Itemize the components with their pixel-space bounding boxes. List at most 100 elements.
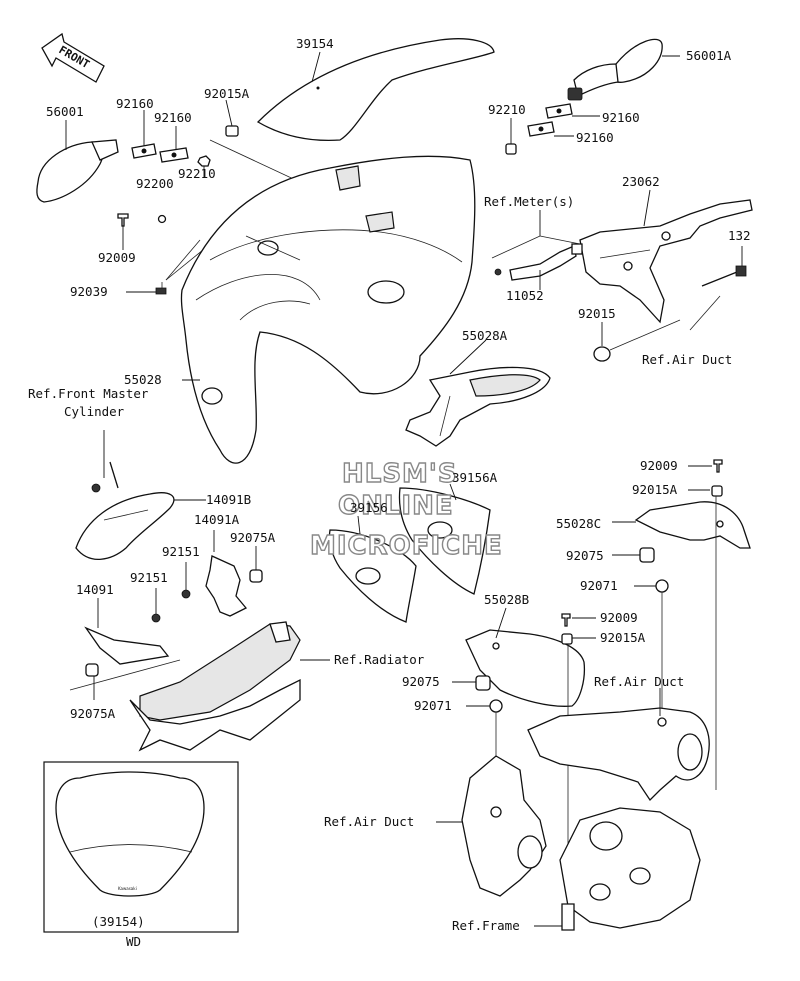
label-56001A: 56001A [686,48,732,63]
label-ref-front-master-2: Cylinder [64,404,125,419]
duct-cover-55028C[interactable] [634,501,751,549]
label-92210-left: 92210 [178,166,216,181]
washer-92160-right-a[interactable] [545,103,573,119]
label-92200: 92200 [136,176,174,191]
screw-92009-r1[interactable] [713,459,723,473]
windscreen-logo: Kawasaki [118,886,137,891]
label-39156A: 39156A [452,470,498,485]
label-92015A-r2: 92015A [600,630,646,645]
label-92009-r1: 92009 [640,458,678,473]
label-92015: 92015 [578,306,616,321]
label-ref-air-duct-1: Ref.Air Duct [642,352,732,367]
label-92071-r2: 92071 [414,698,452,713]
label-23062: 23062 [622,174,660,189]
label-92160-r2: 92160 [576,130,614,145]
upper-cowl-39154[interactable] [256,38,495,142]
label-39156: 39156 [350,500,388,515]
bracket-14091B[interactable] [75,492,175,561]
label-132: 132 [728,228,751,243]
label-ref-frame: Ref.Frame [452,918,520,933]
label-ref-radiator: Ref.Radiator [334,652,425,667]
label-ref-meter: Ref.Meter(s) [484,194,574,209]
label-92151-b: 92151 [130,570,168,585]
inner-duct-55028A[interactable] [405,366,551,447]
grommet-92015A-r1[interactable] [711,485,723,497]
label-ref-air-duct-3: Ref.Air Duct [324,814,414,829]
label-14091: 14091 [76,582,114,597]
label-92160-a: 92160 [116,96,154,111]
label-92071-r1: 92071 [580,578,618,593]
label-92009-r2: 92009 [600,610,638,625]
watermark-line-2: ONLINE [338,491,454,521]
ref-air-duct-right [527,707,710,802]
label-55028: 55028 [124,372,162,387]
label-92210-right: 92210 [488,102,526,117]
watermark-line-1: HLSM'S [342,459,458,489]
label-11052: 11052 [506,288,544,303]
bolt-front-master[interactable] [91,461,119,493]
washer-92160-left-b[interactable] [159,147,189,163]
label-92075-r2: 92075 [402,674,440,689]
bolt-meter-small[interactable] [494,268,502,276]
label-14091A: 14091A [194,512,240,527]
washer-92160-right-b[interactable] [527,121,555,137]
grommet-92015A-r2[interactable] [561,633,573,645]
watermark-line-3: MICROFICHE [310,531,503,561]
label-55028A: 55028A [462,328,508,343]
grommet-92015A-top[interactable] [225,125,239,137]
label-14091B: 14091B [206,492,251,507]
label-92075-r1: 92075 [566,548,604,563]
label-55028C: 55028C [556,516,601,531]
mirror-right-56001A[interactable] [567,38,663,101]
bolt-92151-a[interactable] [181,589,191,599]
damper-92075A-low[interactable] [85,663,99,677]
label-92009-left: 92009 [98,250,136,265]
bolt-92151-b[interactable] [151,613,161,623]
damper-92075-r2[interactable] [475,675,491,691]
label-ref-front-master-1: Ref.Front Master [28,386,149,401]
label-92160-r1: 92160 [602,110,640,125]
inner-panel-39156A[interactable] [398,487,491,595]
label-92015A-r1: 92015A [632,482,678,497]
screw-92009-r2[interactable] [561,613,571,627]
label-92039: 92039 [70,284,108,299]
duct-cover-55028B[interactable] [465,629,586,707]
label-92151-a: 92151 [162,544,200,559]
radiator-bracket[interactable] [129,621,301,752]
washer-92160-left-a[interactable] [131,143,157,159]
label-92075A-mid: 92075A [230,530,276,545]
windscreen-inset: Kawasaki [43,761,239,933]
damper-92075-r1[interactable] [639,547,655,563]
grommet-92071-r1[interactable] [655,579,669,593]
label-92015A-top: 92015A [204,86,250,101]
label-wd: WD [126,934,141,949]
mirror-left-56001[interactable] [36,139,119,203]
bolt-132[interactable] [701,265,747,287]
stay-23062[interactable] [579,199,753,324]
clip-92200[interactable] [157,214,167,224]
label-56001: 56001 [46,104,84,119]
nut-92210-left[interactable] [197,155,211,167]
windscreen-39154-wd[interactable] [55,771,205,897]
ref-frame [559,807,701,931]
grommet-92015[interactable] [593,346,611,362]
damper-92075A-mid[interactable] [249,569,263,583]
label-55028B: 55028B [484,592,529,607]
ref-air-duct-left [461,755,547,897]
main-fairing-55028[interactable] [180,155,476,464]
front-arrow-icon: FRONT [41,32,105,83]
bracket-11052[interactable] [509,243,583,281]
bracket-14091A[interactable] [205,555,248,617]
inner-panel-39156[interactable] [328,529,417,623]
screw-92009-left[interactable] [117,213,129,227]
bracket-14091[interactable] [84,626,170,665]
label-39154-wd: (39154) [92,914,145,929]
bolt-92039[interactable] [155,282,167,295]
label-ref-air-duct-2: Ref.Air Duct [594,674,684,689]
grommet-92071-r2[interactable] [489,699,503,713]
label-92160-b: 92160 [154,110,192,125]
label-92075A-low: 92075A [70,706,116,721]
nut-92210-right[interactable] [505,143,517,155]
